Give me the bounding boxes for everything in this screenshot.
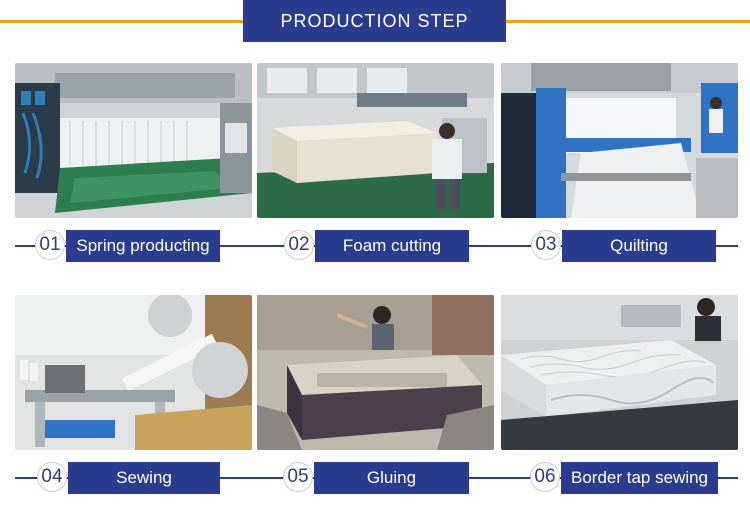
step-6-number: 06 [530, 462, 560, 492]
step-5: 05 Gluing [252, 462, 501, 494]
step-5-number: 05 [283, 462, 313, 492]
header-left-rule [0, 20, 243, 23]
step-3: 03 Quilting [501, 230, 738, 262]
foam-cutting-photo [257, 63, 494, 218]
step-1: 01 Spring producting [15, 230, 252, 262]
step-1-number: 01 [35, 230, 65, 260]
step-1-label: Spring producting [66, 230, 220, 262]
step-4-number: 04 [37, 462, 67, 492]
header-right-rule [506, 20, 750, 23]
sewing-photo [15, 295, 252, 450]
step-5-label: Gluing [314, 462, 469, 494]
step-4-label: Sewing [68, 462, 220, 494]
step-3-label: Quilting [562, 230, 716, 262]
step-2: 02 Foam cutting [252, 230, 501, 262]
step-6-label: Border tap sewing [561, 462, 718, 494]
spring-producing-photo [15, 63, 252, 218]
border-tape-sewing-photo [501, 295, 738, 450]
quilting-photo [501, 63, 738, 218]
step-6: 06 Border tap sewing [501, 462, 738, 494]
step-4: 04 Sewing [15, 462, 252, 494]
step-2-label: Foam cutting [315, 230, 469, 262]
page-title: PRODUCTION STEP [243, 0, 506, 42]
step-2-number: 02 [284, 230, 314, 260]
step-3-number: 03 [531, 230, 561, 260]
gluing-photo [257, 295, 494, 450]
